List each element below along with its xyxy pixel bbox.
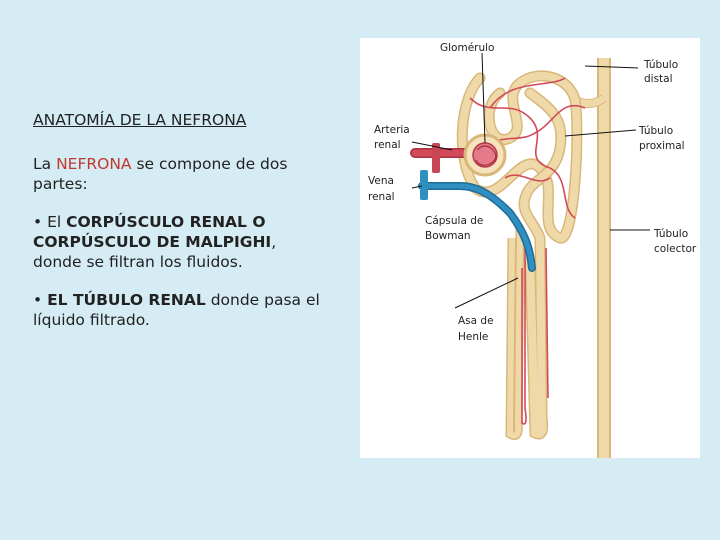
vein-bulb (420, 170, 428, 200)
point2-bold: EL TÚBULO RENAL (47, 291, 206, 309)
label-tubulo-colector-2: colector (654, 243, 697, 255)
nephron-diagram: Glomérulo Túbulo distal Arteria renal Tú… (360, 38, 700, 458)
label-tubulo-colector-1: Túbulo (653, 228, 688, 240)
intro-post: se compone de dos partes: (33, 155, 288, 193)
point-corpusculo: • El CORPÚSCULO RENAL O CORPÚSCULO DE MA… (33, 212, 323, 272)
point2-rest: donde pasa el líquido filtrado. (33, 291, 320, 329)
point-tubulo: • EL TÚBULO RENAL donde pasa el líquido … (33, 290, 323, 330)
label-glomerulo: Glomérulo (440, 42, 494, 54)
renal-corpuscle (463, 133, 507, 177)
label-capsula-2: Bowman (425, 230, 471, 242)
label-tubulo-distal-2: distal (644, 73, 673, 85)
leader-lines (411, 52, 650, 309)
label-arteria-1: Arteria (374, 124, 410, 136)
intro-paragraph: La NEFRONA se compone de dos partes: (33, 154, 323, 194)
artery-bulb (432, 143, 440, 173)
loop-of-henle (505, 227, 549, 440)
label-arteria-2: renal (374, 139, 401, 151)
point1-bold: CORPÚSCULO RENAL O CORPÚSCULO DE MALPIGH… (33, 213, 272, 251)
intro-highlight: NEFRONA (56, 155, 132, 173)
label-vena-1: Vena (368, 175, 394, 187)
point1-bullet: • El (33, 213, 67, 231)
label-tubulo-proximal-1: Túbulo (638, 125, 673, 137)
renal-vein (418, 170, 536, 272)
slide-title: ANATOMÍA DE LA NEFRONA (33, 111, 247, 129)
point1-rest: , donde se filtran los fluidos. (33, 233, 277, 271)
label-vena-2: renal (368, 191, 395, 203)
label-tubulo-proximal-2: proximal (639, 140, 685, 152)
intro-pre: La (33, 155, 57, 173)
nephron-illustration: Glomérulo Túbulo distal Arteria renal Tú… (368, 42, 697, 458)
label-capsula-1: Cápsula de (425, 215, 483, 227)
label-asa-2: Henle (458, 331, 488, 343)
label-tubulo-distal-1: Túbulo (643, 59, 678, 71)
point2-bullet: • (33, 291, 48, 309)
label-asa-1: Asa de (458, 315, 494, 327)
slide-text-panel: ANATOMÍA DE LA NEFRONA La NEFRONA se com… (33, 110, 323, 348)
